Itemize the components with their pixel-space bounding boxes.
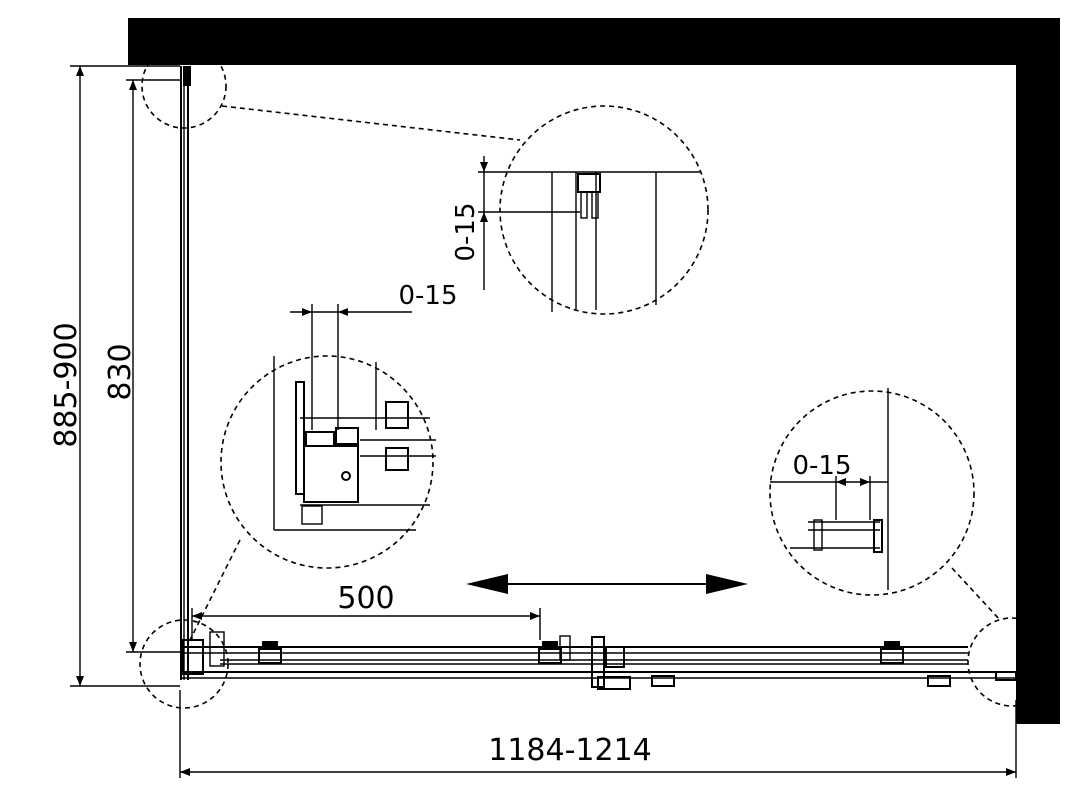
door-handle: [591, 636, 675, 690]
roller: [880, 641, 904, 664]
detail-top-gap: 0-15: [451, 105, 709, 315]
detail-right-gap: 0-15: [769, 388, 1001, 621]
label-panel-height: 830: [103, 343, 138, 400]
roller: [258, 641, 282, 664]
dim-overall-height: 885-900: [49, 65, 180, 687]
detail-left-gap: 0-15: [189, 281, 458, 641]
top-wall: [128, 18, 1060, 65]
label-gap-top: 0-15: [451, 202, 481, 261]
roller: [538, 635, 571, 664]
label-gap-left: 0-15: [398, 281, 457, 311]
side-panel: [180, 66, 191, 680]
detail-marker-bottom-right: [967, 617, 1057, 707]
walls: [128, 18, 1060, 724]
label-overall-width: 1184-1214: [488, 733, 652, 768]
dim-door-opening: 500: [191, 581, 541, 640]
front-rail: [181, 631, 1017, 690]
label-gap-right: 0-15: [792, 451, 851, 481]
dim-overall-width: 1184-1214: [179, 690, 1017, 778]
double-arrow-icon: [466, 574, 748, 594]
label-overall-height: 885-900: [49, 322, 84, 447]
right-wall: [1016, 18, 1060, 724]
detail-marker-top: [141, 43, 521, 141]
detail-marker-bottom-left: [139, 619, 229, 709]
dim-panel-height: 830: [103, 79, 182, 653]
label-door-opening: 500: [337, 581, 394, 616]
